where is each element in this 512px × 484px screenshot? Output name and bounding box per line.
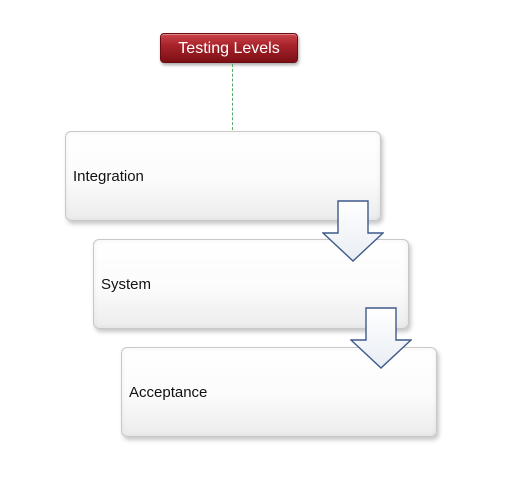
title-connector-line — [232, 64, 233, 130]
diagram-title: Testing Levels — [160, 33, 298, 63]
down-arrow-icon — [322, 200, 384, 262]
down-arrow-icon — [350, 307, 412, 369]
level-label-system: System — [101, 276, 152, 293]
level-label-integration: Integration — [73, 168, 144, 185]
level-box-acceptance: Acceptance — [121, 347, 437, 437]
level-box-integration: Integration — [65, 131, 381, 221]
level-label-acceptance: Acceptance — [129, 384, 208, 401]
